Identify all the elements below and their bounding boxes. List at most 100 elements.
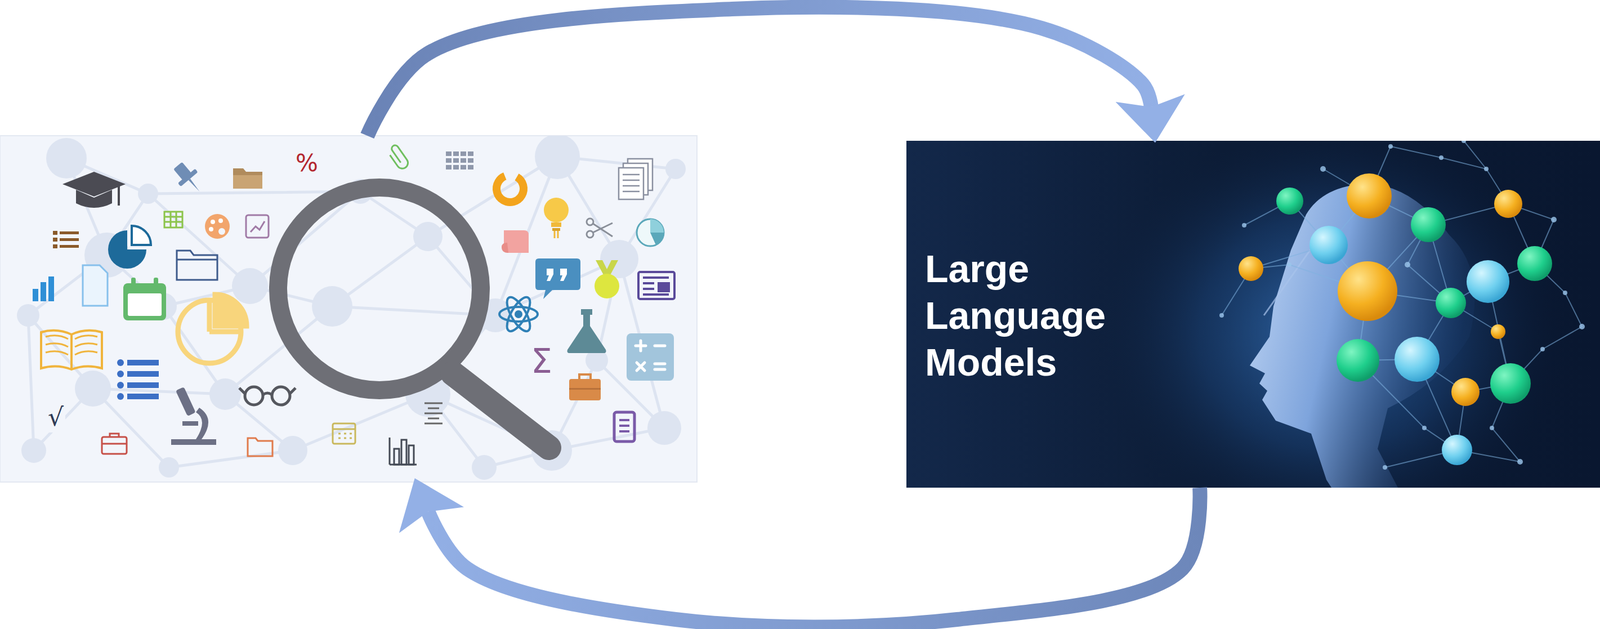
glasses-icon-part bbox=[244, 386, 263, 405]
glasses-icon-part bbox=[271, 386, 290, 405]
bar-chart-icon-part bbox=[394, 448, 400, 465]
grid-icon-part bbox=[453, 158, 459, 163]
network-dots-part bbox=[1579, 323, 1585, 330]
calendar-icon-part bbox=[153, 277, 159, 287]
network-spheres-part bbox=[1309, 225, 1348, 265]
bullet-list-icon-part bbox=[127, 393, 159, 400]
percent-symbol: % bbox=[293, 149, 320, 178]
atom-icon-part bbox=[499, 306, 538, 322]
document-icon-part bbox=[614, 412, 635, 442]
bar-chart-icon-part bbox=[408, 445, 414, 465]
right-panel-illustration bbox=[906, 118, 1600, 547]
network-spheres-part bbox=[1466, 260, 1510, 303]
calendar-icon-part bbox=[332, 423, 356, 444]
list-icon-part bbox=[52, 237, 58, 242]
magnifying-glass bbox=[278, 187, 549, 448]
research-panel: %Σ√ bbox=[0, 135, 697, 482]
open-book-icon-part bbox=[41, 330, 102, 370]
network-dots-part bbox=[1382, 465, 1388, 470]
folder-icon bbox=[176, 250, 218, 280]
newspaper-icon bbox=[638, 271, 675, 299]
donut-chart-icon-part bbox=[491, 170, 529, 208]
background-network-part-part bbox=[471, 454, 497, 480]
palette-icon-part bbox=[204, 213, 230, 239]
grid-icon-part bbox=[460, 151, 467, 156]
calendar-icon-part bbox=[332, 428, 356, 439]
network-dots-part bbox=[1219, 313, 1224, 318]
network-lines bbox=[1221, 140, 1582, 468]
grid-icon-part bbox=[460, 164, 467, 170]
briefcase-icon-part bbox=[569, 387, 601, 390]
donut-chart-icon bbox=[491, 170, 529, 208]
scissors-icon-part bbox=[586, 230, 594, 238]
magnifying-glass-part bbox=[452, 373, 549, 448]
microscope-icon-part bbox=[182, 421, 199, 426]
network-spheres-part bbox=[1336, 338, 1380, 382]
bullet-list-icon-part bbox=[117, 381, 124, 389]
list-icon-part bbox=[59, 244, 79, 248]
pie-chart-icon-part bbox=[650, 219, 664, 233]
folder-icon-part bbox=[233, 168, 263, 189]
calculator-icon-part bbox=[635, 340, 665, 371]
background-network-part-part bbox=[647, 410, 682, 445]
network-spheres-part bbox=[1494, 189, 1523, 218]
bullet-list-icon-part bbox=[127, 371, 159, 377]
palette-icon-part bbox=[218, 218, 223, 223]
sigma-symbol: Σ bbox=[529, 340, 554, 382]
document-icon bbox=[82, 265, 108, 306]
background-network-part-part bbox=[311, 285, 353, 327]
lightbulb-icon-part bbox=[552, 228, 561, 231]
pie-chart-icon bbox=[108, 225, 151, 269]
atom-icon-part bbox=[515, 311, 522, 317]
medal-icon bbox=[594, 260, 620, 299]
atom-icon-part bbox=[502, 293, 535, 335]
bullet-list-icon-part bbox=[127, 359, 159, 366]
bar-chart-icon-part bbox=[401, 439, 407, 465]
newspaper-icon-part bbox=[642, 277, 669, 295]
background-network-part-part bbox=[46, 137, 87, 179]
scroll-icon-part bbox=[501, 242, 509, 253]
network-dots-part bbox=[1404, 261, 1411, 268]
ai-head-artwork bbox=[1092, 140, 1585, 488]
bullet-list-icon-part bbox=[127, 382, 159, 388]
bar-chart-icon-part bbox=[48, 276, 55, 302]
background-network-part-part bbox=[158, 457, 180, 478]
folder-icon-part bbox=[233, 175, 263, 189]
network-dots bbox=[1219, 140, 1585, 470]
bullet-list-icon-part bbox=[117, 359, 124, 366]
pie-chart-icon-part bbox=[209, 300, 241, 332]
list-icon-part bbox=[52, 230, 58, 235]
list-icon-part bbox=[59, 238, 79, 241]
atom-icon-part bbox=[502, 293, 535, 335]
calculator-icon bbox=[626, 333, 674, 381]
grid-icon-part bbox=[453, 164, 459, 170]
document-icon bbox=[614, 412, 635, 442]
microscope-icon-part bbox=[175, 386, 196, 417]
background-network-part-part bbox=[137, 183, 159, 204]
network-dots-part bbox=[1422, 425, 1427, 431]
background-network-part bbox=[16, 135, 686, 480]
trend-chart-icon-part bbox=[246, 215, 269, 238]
network-dots-part bbox=[1517, 458, 1523, 465]
briefcase-icon-part bbox=[101, 436, 127, 454]
bar-chart-icon bbox=[32, 276, 55, 302]
list-icon-part bbox=[52, 244, 58, 249]
palette-icon bbox=[204, 213, 230, 239]
grid-icon-part bbox=[445, 164, 452, 170]
pie-chart-icon-part bbox=[131, 225, 151, 245]
paperclip-icon bbox=[386, 144, 411, 172]
palette-icon-part bbox=[218, 228, 226, 235]
background-network-part-part bbox=[21, 438, 47, 463]
palette-icon-part bbox=[210, 219, 216, 225]
ai-head-artwork-part bbox=[1092, 140, 1566, 488]
grid-icon-part bbox=[467, 164, 474, 170]
quote-bubble-icon-part bbox=[546, 268, 567, 281]
microscope-icon-part bbox=[171, 439, 217, 445]
briefcase-icon-part bbox=[101, 433, 127, 444]
calendar-icon-part bbox=[131, 277, 136, 287]
push-pin-icon-part bbox=[177, 168, 199, 187]
list-icon-part bbox=[59, 231, 79, 235]
cycle-arrow bbox=[367, 7, 1151, 136]
